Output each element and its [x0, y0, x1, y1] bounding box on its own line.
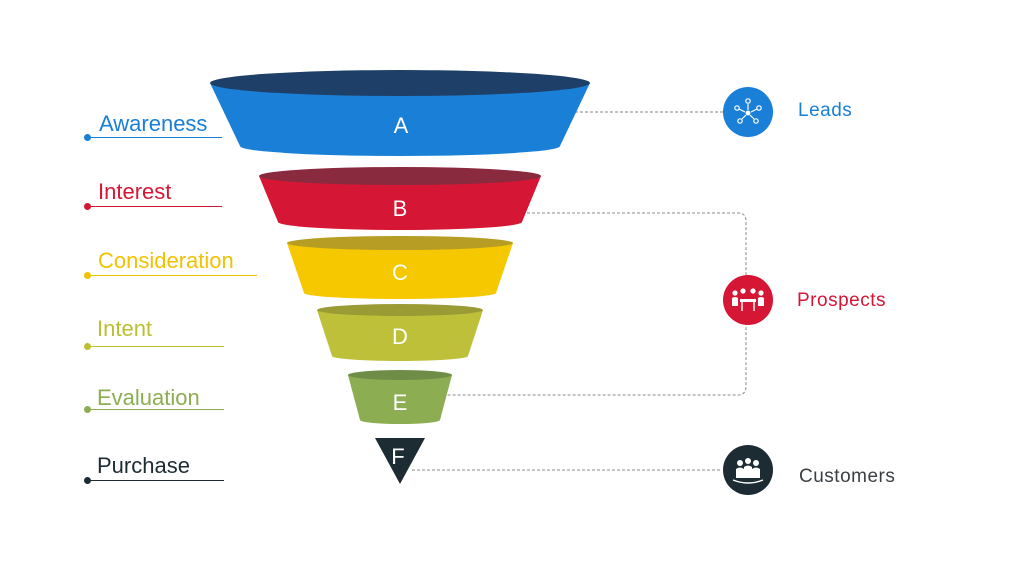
funnel-segment-c — [287, 243, 513, 299]
customer-head-2 — [753, 460, 759, 466]
meeting-table-legs — [741, 302, 755, 311]
funnel-segment-top-e — [348, 370, 452, 380]
stage-label-purchase: Purchase — [97, 453, 190, 478]
funnel-segment-f — [375, 438, 425, 484]
stage-dot-awareness — [84, 134, 91, 141]
group-label-leads: Leads — [798, 100, 853, 121]
stage-dot-purchase — [84, 477, 91, 484]
segment-letter-b: B — [392, 196, 408, 221]
stage-label-evaluation: Evaluation — [97, 385, 200, 410]
meeting-person-head-1 — [740, 288, 746, 294]
stage-underline-interest — [87, 206, 222, 208]
network-node-2 — [756, 105, 762, 111]
stage-label-intent: Intent — [97, 316, 153, 341]
meeting-person-head-0 — [732, 290, 738, 296]
stage-underline-evaluation — [87, 409, 224, 411]
group-label-customers: Customers — [799, 466, 896, 487]
stage-label-consideration: Consideration — [98, 248, 234, 273]
customer-head-0 — [737, 460, 743, 466]
funnel-segment-top-a — [210, 70, 590, 96]
funnel-segment-e — [348, 375, 452, 424]
funnel-segment-a — [210, 83, 590, 156]
funnel-segment-top-b — [259, 167, 541, 185]
customer-bodies — [736, 465, 760, 478]
meeting-person-head-3 — [758, 290, 764, 296]
network-node-3 — [737, 118, 743, 124]
group-label-prospects: Prospects — [797, 290, 886, 311]
network-links — [738, 104, 758, 120]
customer-head-1 — [745, 458, 751, 464]
segment-letter-d: D — [392, 324, 408, 349]
meeting-table — [740, 299, 756, 302]
customer-base-arc — [732, 479, 764, 484]
network-node-0 — [745, 98, 751, 104]
segment-letter-c: C — [392, 260, 408, 285]
stage-dot-evaluation — [84, 406, 91, 413]
network-hub — [745, 110, 751, 116]
meeting-person-head-2 — [750, 288, 756, 294]
segment-letter-e: E — [392, 390, 408, 415]
funnel-segments — [210, 70, 590, 484]
stage-dot-interest — [84, 203, 91, 210]
stage-underline-awareness — [87, 137, 222, 139]
stage-underline-intent — [87, 346, 224, 348]
stage-dot-consideration — [84, 272, 91, 279]
stage-underline-purchase — [87, 480, 224, 482]
funnel-segment-top-d — [317, 304, 483, 316]
stage-label-awareness: Awareness — [99, 111, 208, 136]
stage-underline-consideration — [87, 275, 257, 277]
stage-dot-intent — [84, 343, 91, 350]
segment-letter-f: F — [391, 444, 405, 469]
meeting-people-bodies — [732, 297, 764, 306]
segment-letter-a: A — [393, 113, 409, 138]
funnel-segment-b — [259, 176, 541, 230]
group-icons — [723, 87, 773, 495]
funnel-segment-d — [317, 310, 483, 361]
network-node-4 — [753, 118, 759, 124]
network-node-1 — [734, 105, 740, 111]
stage-label-interest: Interest — [98, 179, 172, 204]
funnel-segment-top-c — [287, 236, 513, 250]
